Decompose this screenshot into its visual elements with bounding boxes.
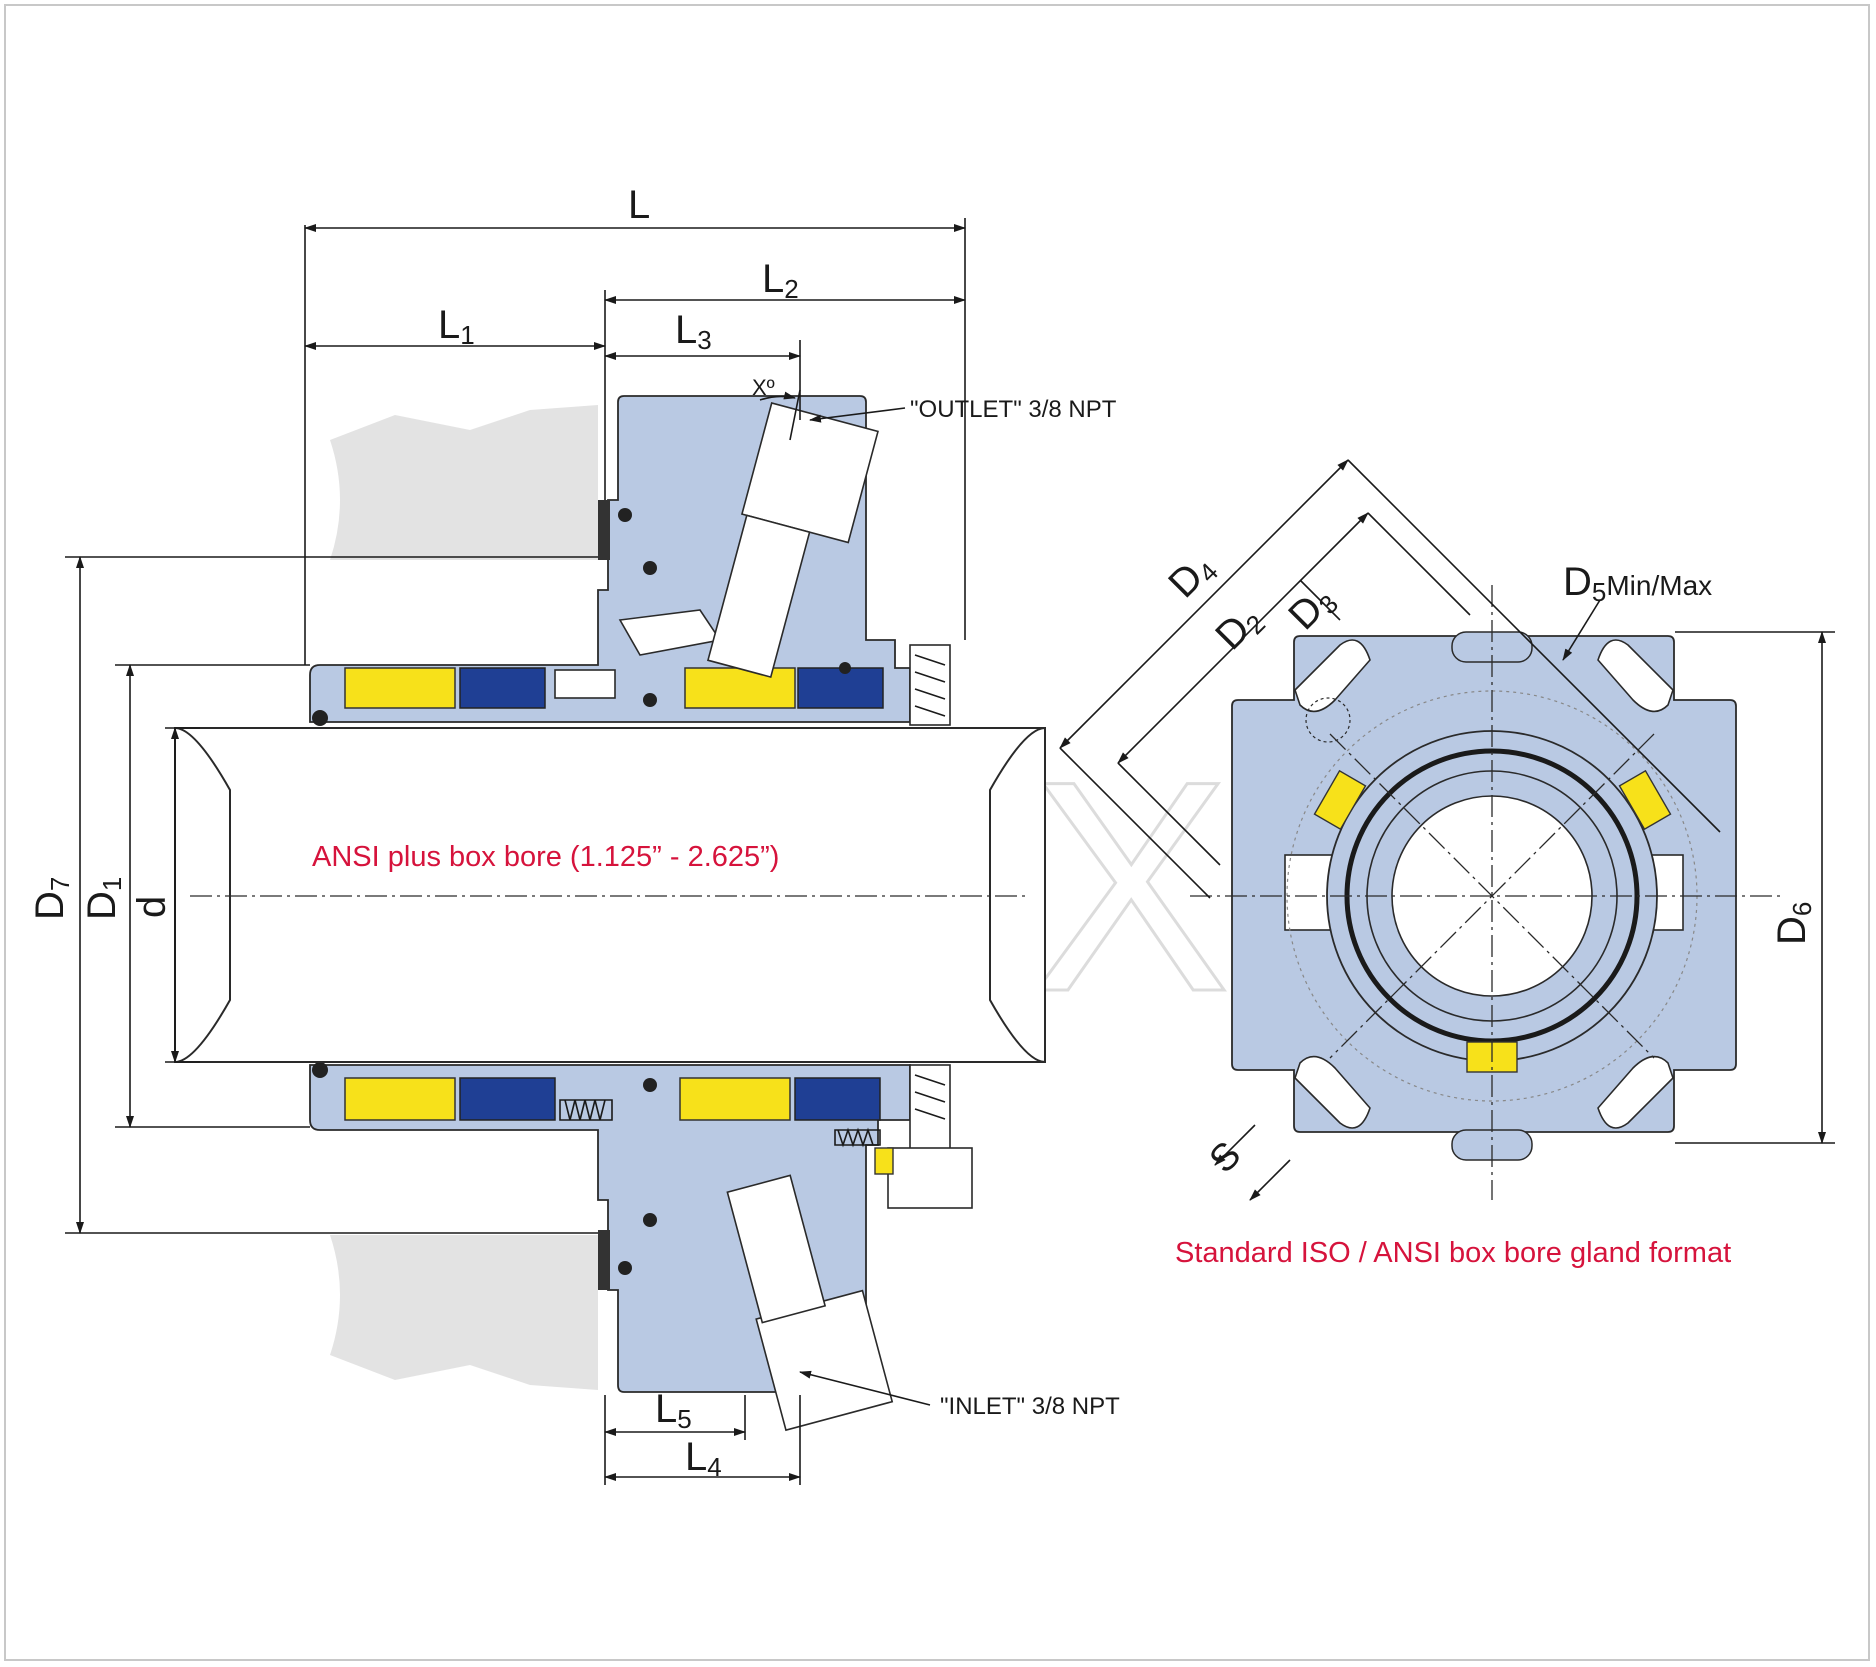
- angle-arc: [759, 391, 796, 401]
- horizontal-dimensions: [304, 218, 966, 1485]
- angle-x-label: Xº: [752, 375, 775, 400]
- dim-L4: L4: [685, 1435, 722, 1482]
- gland-end-view: [1190, 585, 1780, 1200]
- dim-L1: L1: [438, 303, 475, 350]
- dim-S: S: [1202, 1134, 1250, 1182]
- dim-D2: D2: [1207, 597, 1271, 661]
- dim-L2: L2: [762, 257, 799, 304]
- inlet-leader: [799, 1370, 931, 1406]
- dim-D6: D6: [1770, 902, 1817, 945]
- vertical-dimensions: [65, 556, 598, 1234]
- dim-d: d: [130, 896, 174, 918]
- pump-housing-top: [330, 405, 598, 560]
- inlet-note: "INLET" 3/8 NPT: [940, 1393, 1120, 1420]
- left-caption: ANSI plus box bore (1.125” - 2.625”): [312, 841, 779, 873]
- shaft: [174, 727, 1046, 1063]
- dim-D3: D3: [1280, 577, 1344, 641]
- dim-D7: D7: [28, 877, 75, 920]
- shaft-break-left: [174, 726, 231, 1064]
- shaft-break-right: [989, 726, 1046, 1064]
- dim-D1: D1: [80, 877, 127, 920]
- seal-lower-half: [309, 1062, 973, 1432]
- outlet-note: "OUTLET" 3/8 NPT: [910, 396, 1117, 423]
- pump-housing-bottom: [330, 1235, 598, 1390]
- outlet-leader: [809, 407, 906, 423]
- dim-L: L: [628, 183, 650, 227]
- d5-leader: [1562, 599, 1601, 661]
- angle-line: [789, 389, 801, 441]
- dim-D4: D4: [1160, 545, 1224, 609]
- dim-L3: L3: [675, 308, 712, 355]
- seal-upper-half: [309, 395, 951, 726]
- diagonal-dimensions: [1059, 459, 1721, 1201]
- right-caption: Standard ISO / ANSI box bore gland forma…: [1175, 1237, 1731, 1269]
- dim-D5: D5Min/Max: [1563, 560, 1712, 607]
- dim-L5: L5: [655, 1387, 692, 1434]
